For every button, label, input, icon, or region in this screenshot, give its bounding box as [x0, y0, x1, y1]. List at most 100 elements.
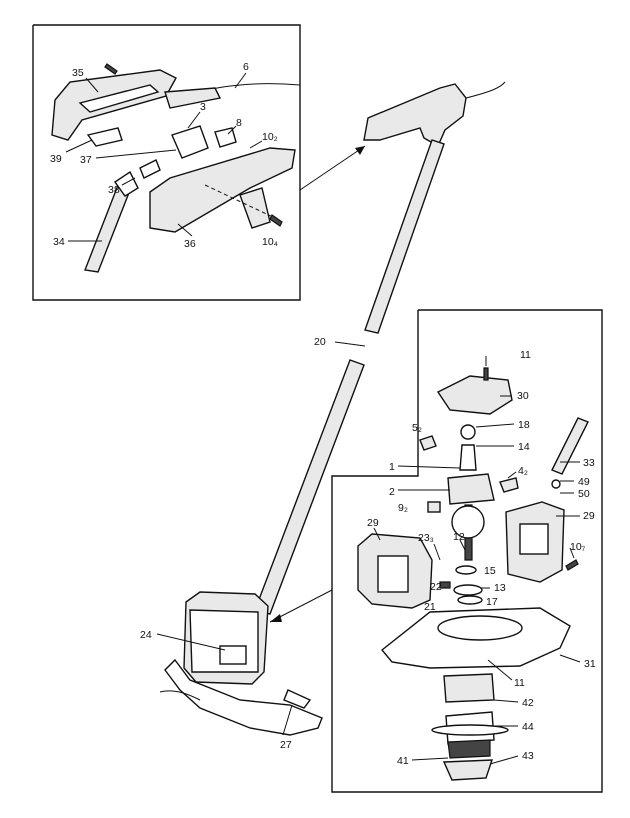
handle-cover-icon [149, 147, 296, 233]
leader-line [507, 471, 517, 479]
label-10-2: 10₂ [262, 131, 278, 143]
shaft-icon [254, 359, 365, 615]
leader-line [569, 547, 575, 559]
assembly-dash-line [204, 184, 276, 219]
label-37: 37 [80, 154, 92, 166]
brush-icon [419, 435, 437, 451]
label-42: 42 [522, 697, 534, 709]
line-coil-icon [431, 724, 509, 736]
label-34: 34 [53, 236, 65, 248]
label-31: 31 [584, 658, 596, 670]
shell-window-icon [519, 523, 549, 555]
bearing-icon [460, 424, 476, 440]
label-23: 23₃ [418, 532, 434, 544]
label-22: 22 [430, 581, 442, 593]
leader-line [459, 539, 466, 551]
leader-line [493, 699, 519, 703]
label-49: 49 [578, 476, 590, 488]
label-29-left: 29 [367, 517, 379, 529]
clip-icon [439, 581, 451, 589]
spool-housing-icon [443, 673, 495, 703]
leader-line [227, 125, 237, 135]
label-8: 8 [236, 117, 242, 129]
label-43: 43 [522, 750, 534, 762]
leader-line [475, 423, 515, 428]
label-12: 12 [453, 531, 465, 543]
clip-icon [214, 127, 237, 148]
armature-icon [447, 473, 495, 505]
base-ring-icon [437, 615, 523, 641]
shaft-icon [364, 139, 445, 334]
label-39: 39 [50, 153, 62, 165]
leader-line [234, 72, 247, 89]
washer-icon [453, 584, 483, 596]
label-3: 3 [200, 101, 206, 113]
label-15: 15 [484, 565, 496, 577]
fan-icon [451, 505, 485, 539]
handle-icon [363, 83, 467, 147]
label-33: 33 [583, 457, 595, 469]
shell-window-icon [377, 555, 409, 593]
label-30: 30 [517, 390, 529, 402]
detail-box-frame [331, 309, 603, 793]
screw-icon [483, 367, 489, 381]
housing-slot-icon [78, 84, 160, 113]
arrow-head-icon [270, 614, 282, 622]
bump-knob-icon [442, 759, 493, 781]
vent-icon [219, 645, 247, 665]
brush-holder-icon [427, 501, 441, 513]
leader-line [282, 704, 293, 736]
label-18: 18 [518, 419, 530, 431]
cable-sleeve-icon [164, 87, 222, 109]
label-10-4: 10₄ [262, 236, 278, 248]
leader-line [373, 527, 381, 541]
screw-icon [565, 559, 579, 571]
washer-icon [457, 595, 483, 605]
label-9-2: 9₂ [398, 502, 408, 514]
label-38: 38 [108, 184, 120, 196]
leader-line [156, 633, 226, 651]
washer-icon [455, 565, 477, 575]
cap-icon [436, 375, 513, 415]
label-50: 50 [578, 488, 590, 500]
grommet-icon [551, 479, 561, 489]
arrow-head-icon [355, 146, 365, 155]
leader-line [489, 755, 519, 765]
screw-icon [269, 214, 283, 227]
switch-icon [171, 125, 209, 159]
power-cord-icon [465, 81, 506, 99]
leader-line [65, 139, 93, 153]
label-27: 27 [280, 739, 292, 751]
label-11-bottom: 11 [514, 677, 525, 689]
label-13: 13 [494, 582, 506, 594]
bracket-icon [139, 159, 161, 179]
label-5-2: 5₂ [412, 422, 422, 434]
cord-icon [551, 417, 589, 475]
trimmer-assembly: 20 24 27 [140, 81, 506, 751]
label-24: 24 [140, 629, 152, 641]
cover-leg-icon [239, 187, 271, 229]
leader-line [177, 223, 193, 237]
detail-pointer-line [299, 145, 366, 191]
screw-icon [104, 63, 118, 75]
cutting-line-icon [159, 690, 201, 701]
label-10-7: 10₇ [570, 541, 586, 553]
label-17: 17 [486, 596, 498, 608]
leader-line [95, 149, 177, 159]
label-20: 20 [314, 336, 326, 348]
leader-line [334, 341, 366, 347]
label-2: 2 [389, 486, 395, 498]
label-21: 21 [424, 601, 436, 613]
label-14: 14 [518, 441, 530, 453]
leader-line [397, 465, 461, 469]
label-29-right: 29 [583, 510, 595, 522]
label-6: 6 [243, 61, 249, 73]
brush-icon [499, 477, 519, 493]
label-35: 35 [72, 67, 84, 79]
leader-line [411, 757, 449, 761]
commutator-icon [459, 444, 477, 471]
label-36: 36 [184, 238, 196, 250]
leader-line [121, 177, 136, 186]
leader-line [85, 77, 99, 93]
label-11-top: 11 [520, 349, 531, 361]
